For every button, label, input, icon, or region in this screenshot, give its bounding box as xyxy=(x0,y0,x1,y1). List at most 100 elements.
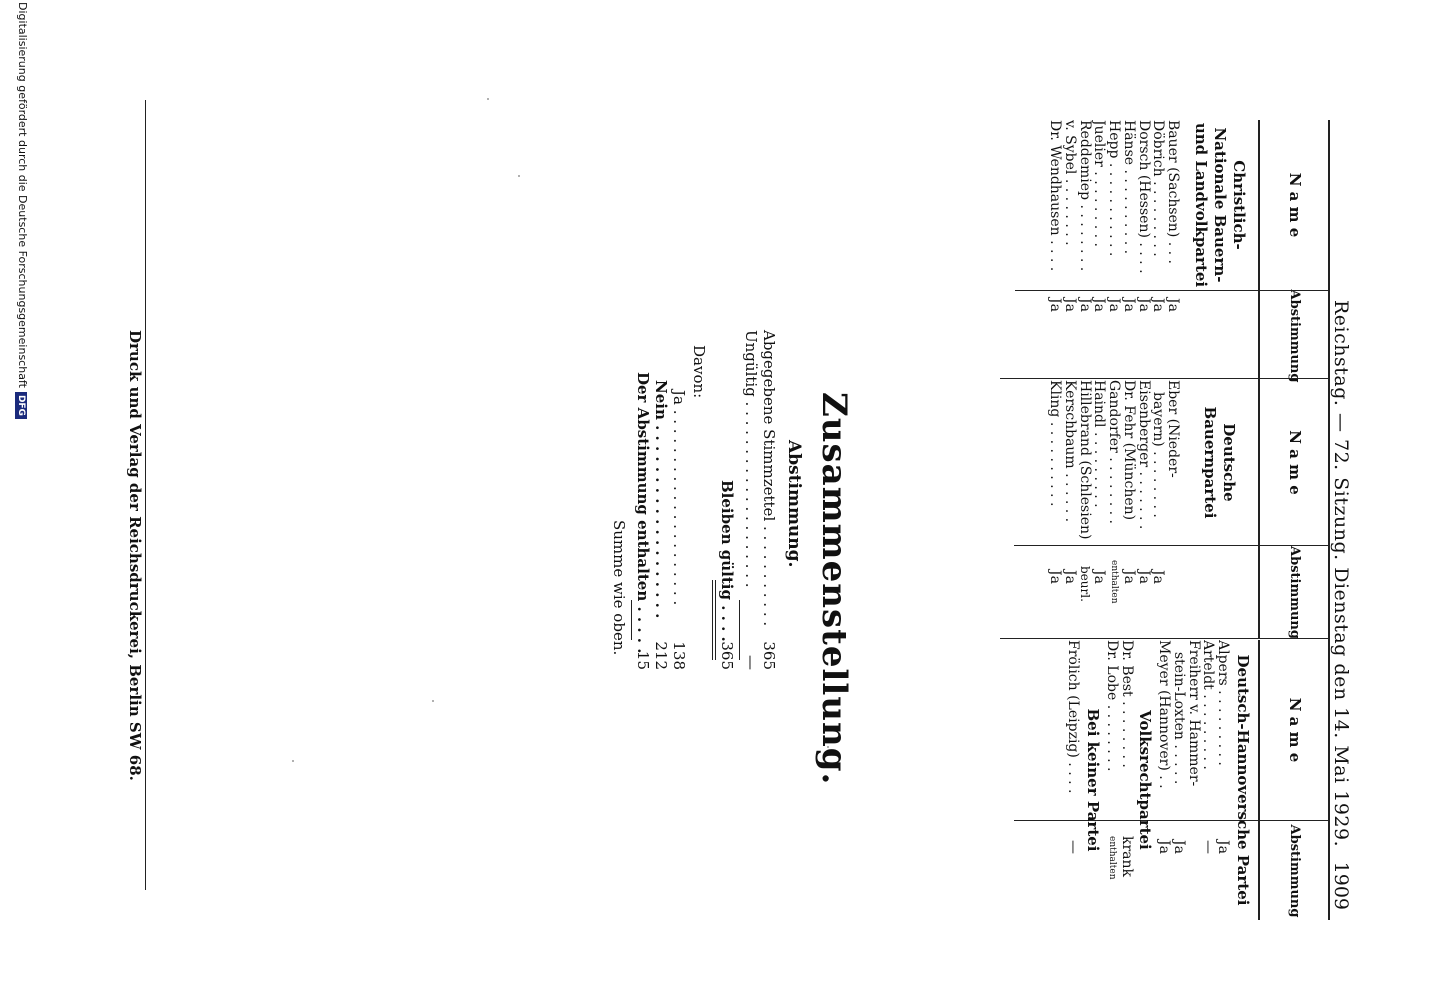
name-column-header: N a m e xyxy=(1286,172,1304,238)
summary-label: Ungültig . . . . . . . . . . . . . . . .… xyxy=(742,330,760,588)
member-name: Eber (Nieder- xyxy=(1165,380,1180,478)
member-name: Dr. Best . . . . . . . . xyxy=(1119,640,1134,768)
table-row: Eber (Nieder- xyxy=(1165,380,1180,638)
member-name: Juelier . . . . . . . . . xyxy=(1091,120,1107,247)
member-name: Hepp . . . . . . . . . . . xyxy=(1106,120,1122,257)
member-vote: beurl. xyxy=(1077,566,1092,602)
table-row: stein-Loxten . . . . .Ja xyxy=(1171,640,1187,920)
table-row: Freiherr v. Hammer- xyxy=(1186,640,1201,920)
party-heading: Deutsche Bauernpartei xyxy=(1201,406,1238,519)
table-column-separator xyxy=(1000,638,1330,639)
summary-value: 212 xyxy=(652,641,670,670)
scan-speck xyxy=(518,175,520,177)
member-name: Meyer (Hannover) . . xyxy=(1156,640,1172,789)
summary-value: 365 xyxy=(718,641,736,670)
table-row: bayern) . . . . . . . . Ja xyxy=(1150,380,1167,638)
table-row: Hepp . . . . . . . . . . . Ja xyxy=(1106,120,1123,380)
name-column-header: N a m e xyxy=(1286,430,1304,495)
sum-rule xyxy=(712,580,713,660)
sum-rule xyxy=(631,600,632,640)
table-row: Kerschbaum . . . . . .Ja xyxy=(1062,380,1078,638)
table-row: Juelier . . . . . . . . . Ja xyxy=(1091,120,1108,380)
summary-label: Ja . . . . . . . . . . . . . . . . . . .… xyxy=(670,390,688,606)
summary-value: — xyxy=(742,655,760,670)
member-vote: Ja xyxy=(1106,298,1123,312)
summary-line: Ungültig . . . . . . . . . . . . . . . .… xyxy=(742,330,760,670)
vote-table-col-2: N a m e Abstimmung Deutsche Bauernpartei… xyxy=(930,380,1330,639)
summary-line: Summe wie oben. xyxy=(610,520,628,655)
table-row: Reddemiep . . . . . . . .Ja xyxy=(1077,120,1093,380)
member-name: Eisenberger . . . . . . . xyxy=(1135,380,1151,530)
table-header: N a m e Abstimmung xyxy=(1258,380,1330,639)
table-row: Meyer (Hannover) . . Ja xyxy=(1156,640,1173,920)
member-vote: Ja xyxy=(1165,298,1181,312)
name-column-header: N a m e xyxy=(1286,697,1304,763)
table-row: Haindl . . . . . . . . .Ja xyxy=(1091,380,1108,638)
member-name: Kling . . . . . . . . . . xyxy=(1047,380,1063,507)
table-row: Frölich (Leipzig) . . . .— xyxy=(1065,640,1081,920)
member-vote: Ja xyxy=(1062,298,1079,312)
table-row: Gandorfer . . . . . . . .enthalten xyxy=(1107,380,1122,638)
member-name: Döbrich . . . . . . . . . xyxy=(1150,120,1166,257)
member-name: Alpers . . . . . . . . . xyxy=(1215,640,1230,766)
party-heading: Bei keiner Partei xyxy=(1084,708,1102,852)
member-name: Kerschbaum . . . . . . xyxy=(1062,380,1078,523)
member-vote: Ja xyxy=(1150,298,1167,312)
vote-table-col-3: N a m e Abstimmung Deutsch-Hannoversche … xyxy=(930,640,1330,920)
table-column-separator xyxy=(1000,378,1330,379)
member-name: bayern) . . . . . . . . xyxy=(1150,392,1166,518)
member-vote: enthalten xyxy=(1109,560,1120,604)
member-name: Hänse . . . . . . . . . . xyxy=(1121,120,1136,255)
member-name: Bauer (Sachsen) . . . xyxy=(1165,120,1180,264)
member-vote: Ja xyxy=(1120,570,1137,584)
dfg-logo: DFG xyxy=(15,391,27,419)
table-row: Dr. Fehr (München)Ja xyxy=(1120,380,1137,638)
table-row: Hänse . . . . . . . . . .Ja xyxy=(1121,120,1137,380)
vote-column-header: Abstimmung xyxy=(1287,546,1303,639)
vote-column-header: Abstimmung xyxy=(1287,289,1303,383)
credit-text: Digitalisierung gefördert durch die Deut… xyxy=(16,2,29,388)
member-vote: Ja xyxy=(1135,298,1152,312)
member-vote: Ja xyxy=(1156,840,1173,854)
member-name: Dorsch (Hessen) . . . . xyxy=(1135,120,1151,274)
summary-title: Zusammenstellung. xyxy=(814,392,854,786)
summary-label: Davon: xyxy=(690,345,708,399)
member-vote: enthalten xyxy=(1107,836,1118,880)
column-divider xyxy=(1160,290,1330,291)
member-vote: Ja xyxy=(1091,298,1108,312)
scan-speck xyxy=(432,700,434,702)
table-row: Eisenberger . . . . . . .Ja xyxy=(1135,380,1152,638)
summary-line: Bleiben gültig . . . .365 xyxy=(718,480,736,670)
digitization-credit: Digitalisierung gefördert durch die Deut… xyxy=(15,2,29,419)
imprint: Druck und Verlag der Reichsdruckerei, Be… xyxy=(126,330,144,781)
member-name: v. Sybel . . . . . . . . xyxy=(1062,120,1078,246)
table-row: Hillebrand (Schlesien)beurl. xyxy=(1077,380,1092,638)
member-vote: Ja xyxy=(1150,570,1167,584)
member-name: Haindl . . . . . . . . . xyxy=(1091,380,1107,508)
summary-label: Abgegebene Stimmzettel . . . . . . . . .… xyxy=(760,330,778,627)
member-name: Dr. Lobe . . . . . . . . xyxy=(1104,640,1120,772)
summary-label: Nein . . . . . . . . . . . . . . . . . .… xyxy=(652,380,670,619)
table-row: Dr. Lobe . . . . . . . . enthalten xyxy=(1105,640,1120,920)
party-heading: Volksrechtpartei xyxy=(1136,710,1154,850)
table-row: Kling . . . . . . . . . . Ja xyxy=(1047,380,1064,638)
table-row: v. Sybel . . . . . . . . Ja xyxy=(1062,120,1079,380)
table-row: Alpers . . . . . . . . . Ja xyxy=(1215,640,1231,920)
summary-label: Bleiben gültig . . . . xyxy=(718,480,736,642)
summary-label: Der Abstimmung enthalten . . . . . xyxy=(634,372,652,654)
scan-speck xyxy=(827,746,829,748)
member-vote: — xyxy=(1200,840,1217,854)
party-heading: Christlich-Nationale Bauern- und Landvol… xyxy=(1192,122,1248,288)
table-row: Döbrich . . . . . . . . . Ja xyxy=(1150,120,1167,380)
header-title: Reichstag. — 72. Sitzung. Dienstag den 1… xyxy=(1330,300,1352,848)
member-vote: Ja xyxy=(1047,570,1064,584)
member-name: Frölich (Leipzig) . . . . xyxy=(1065,640,1080,794)
member-vote: Ja xyxy=(1215,840,1231,854)
summary-value: 365 xyxy=(760,641,778,670)
vote-column-header: Abstimmung xyxy=(1287,824,1303,918)
member-name: Reddemiep . . . . . . . . xyxy=(1077,120,1092,272)
summary-value: 15 xyxy=(634,650,652,670)
member-vote: krank xyxy=(1119,836,1135,878)
vote-table-col-1: N a m e Abstimmung Christlich-Nationale … xyxy=(930,120,1330,383)
